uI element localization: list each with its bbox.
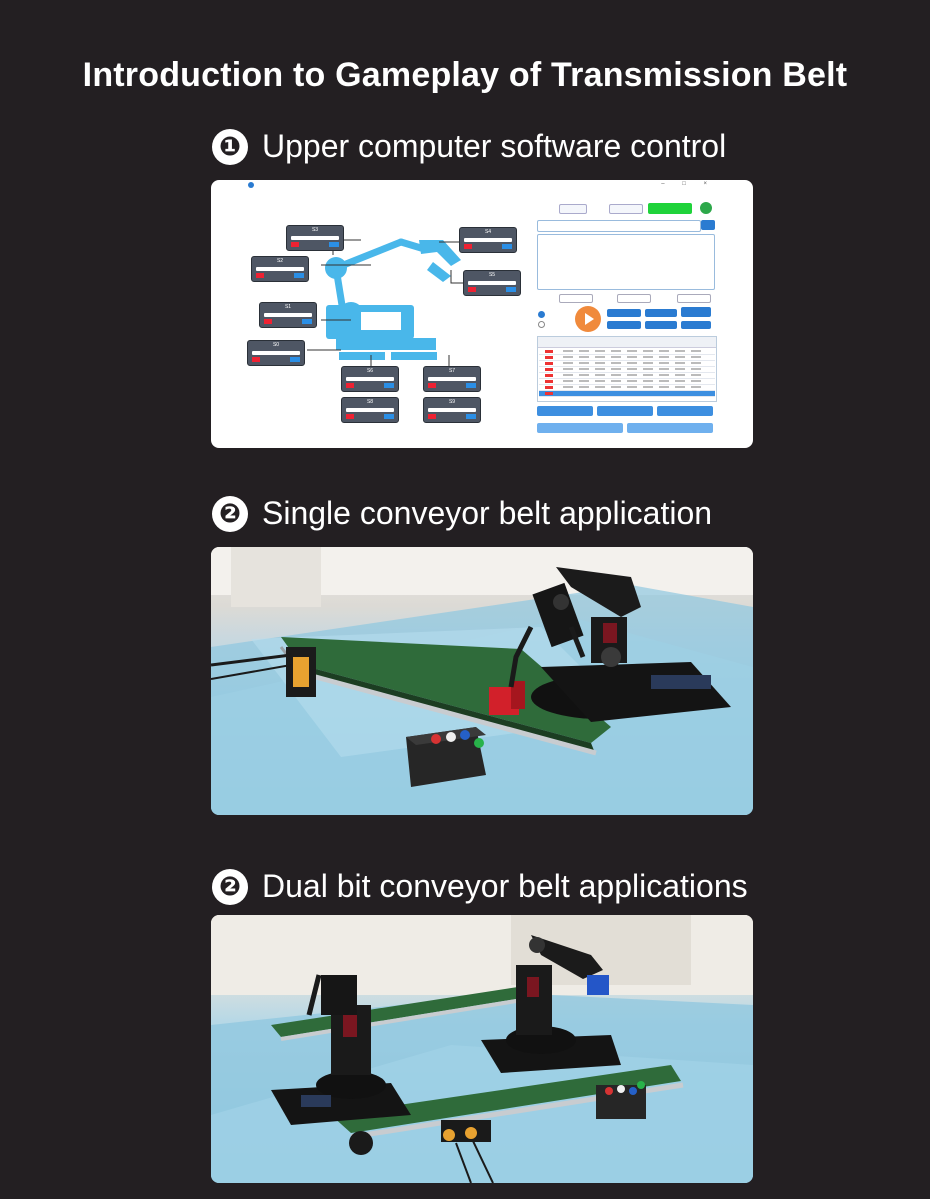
servo-panel-s1[interactable]: S1 [259,302,317,328]
servo-label: S8 [366,399,374,405]
add-row-button[interactable] [537,406,593,416]
dual-conveyor-scene [211,915,753,1183]
main-title: Introduction to Gameplay of Transmission… [82,56,848,94]
delete-row-button[interactable] [657,406,713,416]
app-icon [248,182,254,188]
action-table [537,336,717,402]
count-field[interactable] [677,294,711,303]
section-2-heading: ❷ Single conveyor belt application [212,495,712,532]
servo-label: S0 [272,342,280,348]
action-button-6[interactable] [681,321,711,329]
table-row-selected[interactable] [539,391,715,397]
baud-select[interactable] [609,204,643,214]
export-button[interactable] [627,423,713,433]
table-row[interactable] [539,379,715,385]
servo-label: S2 [276,258,284,264]
stop-field[interactable] [617,294,651,303]
command-input[interactable] [537,220,701,232]
open-port-button[interactable] [648,203,692,214]
section-3-title: Dual bit conveyor belt applications [262,868,748,904]
action-button-1[interactable] [607,309,641,317]
servo-label: S7 [448,368,456,374]
servo-panel-s2[interactable]: S2 [251,256,309,282]
window-titlebar: – □ × [211,180,753,191]
log-textarea[interactable] [537,234,715,290]
send-button[interactable] [701,220,715,230]
servo-label: S9 [448,399,456,405]
servo-label: S3 [311,227,319,233]
servo-label: S5 [488,272,496,278]
table-row[interactable] [539,361,715,367]
servo-label: S4 [484,229,492,235]
servo-label: S6 [366,368,374,374]
radio-offline-icon[interactable] [538,321,545,328]
table-row[interactable] [539,373,715,379]
section-1-title: Upper computer software control [262,128,727,164]
servo-panel-s7[interactable]: S7 [423,366,481,392]
insert-row-button[interactable] [597,406,653,416]
connection-status-icon [700,202,712,214]
table-row[interactable] [539,355,715,361]
servo-panel-s6[interactable]: S6 [341,366,399,392]
play-button[interactable] [575,306,601,332]
servo-label: S1 [284,304,292,310]
action-button-2[interactable] [607,321,641,329]
download-button[interactable] [537,423,623,433]
action-button-4[interactable] [645,321,677,329]
table-row[interactable] [539,367,715,373]
section-1-heading: ❶ Upper computer software control [212,128,726,165]
servo-panel-s9[interactable]: S9 [423,397,481,423]
port-select[interactable] [559,204,587,214]
table-row[interactable] [539,349,715,355]
robot-arm-illustration [307,238,469,380]
window-controls-icon: – □ × [661,181,715,187]
radio-online-icon[interactable] [538,311,545,318]
servo-panel-s3[interactable]: S3 [286,225,344,251]
action-button-5[interactable] [681,307,711,317]
table-header [538,337,716,348]
dual-conveyor-photo [211,915,753,1183]
servo-panel-s8[interactable]: S8 [341,397,399,423]
single-conveyor-photo [211,547,753,815]
servo-panel-s4[interactable]: S4 [459,227,517,253]
number-badge-1: ❶ [212,128,248,165]
start-field[interactable] [559,294,593,303]
action-button-3[interactable] [645,309,677,317]
section-3-heading: ❷ Dual bit conveyor belt applications [212,868,748,905]
servo-panel-s5[interactable]: S5 [463,270,521,296]
number-badge-2: ❷ [212,495,248,532]
section-2-title: Single conveyor belt application [262,495,713,531]
table-row[interactable] [539,385,715,391]
software-screenshot: – □ × S3 S4 S2 S5 S1 S0 S6 [211,180,753,448]
number-badge-3: ❷ [212,868,248,905]
params-row [537,294,715,304]
single-conveyor-scene [211,547,753,815]
servo-panel-s0[interactable]: S0 [247,340,305,366]
